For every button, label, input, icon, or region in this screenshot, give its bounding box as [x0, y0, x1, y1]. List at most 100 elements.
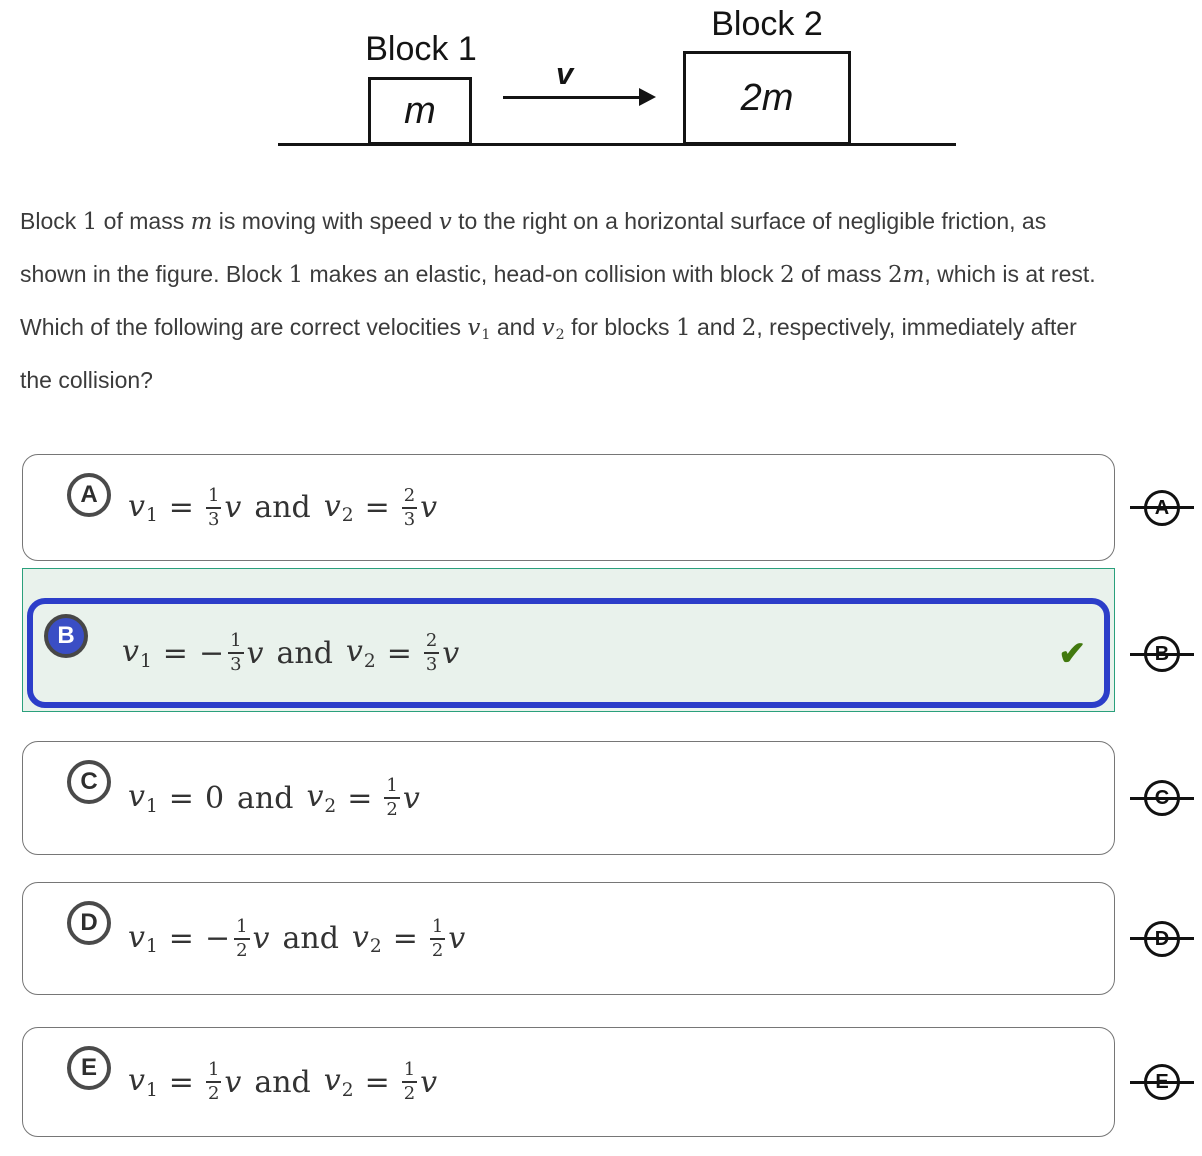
math-token: v1 [128, 779, 158, 817]
option-letter-badge: A [67, 473, 111, 517]
math-token: v1 [128, 488, 158, 527]
math-token: the collision? [20, 367, 153, 393]
strike-out-button-d[interactable]: D [1130, 920, 1194, 957]
math-token: v1 [467, 315, 491, 343]
math-token: v2 [323, 488, 354, 527]
question-line: shown in the figure. Block 1 makes an el… [20, 248, 1200, 301]
math-token: v [224, 1064, 242, 1100]
question-line: Which of the following are correct veloc… [20, 301, 1200, 354]
math-token: v [246, 635, 264, 671]
strike-out-letter: D [1154, 927, 1170, 950]
math-token: for blocks [564, 314, 676, 340]
math-token: v [420, 490, 438, 525]
math-token: v2 [345, 634, 376, 672]
math-token: − [204, 921, 231, 956]
math-token: , which is at rest. [924, 261, 1096, 287]
math-token: makes an elastic, head-on collision with… [303, 261, 780, 287]
math-token: 2 [887, 262, 903, 288]
math-token: 1 [675, 315, 691, 341]
math-token: v2 [541, 315, 565, 343]
math-token: 1 [82, 209, 98, 235]
math-token: = [364, 490, 390, 525]
question-line: the collision? [20, 354, 1200, 407]
math-token: Block [20, 208, 83, 234]
math-token: shown in the figure. Block [20, 261, 289, 287]
math-token: = [168, 1064, 194, 1100]
math-token: , respectively, immediately after [756, 314, 1077, 340]
math-token: of mass [794, 261, 888, 287]
math-token: v [442, 635, 460, 671]
math-token: v [420, 1064, 438, 1100]
option-letter-badge: E [67, 1046, 111, 1090]
math-token: = [168, 490, 194, 525]
math-token: = [347, 780, 373, 816]
strike-out-button-a[interactable]: A [1130, 489, 1194, 526]
math-token: and [254, 490, 311, 525]
math-token: v2 [306, 779, 337, 817]
question-line: Block 1 of mass m is moving with speed v… [20, 195, 1200, 248]
velocity-arrow-head [639, 88, 656, 106]
strike-out-letter: C [1154, 787, 1170, 809]
math-token: and [490, 314, 542, 340]
block1-label: Block 1 [365, 30, 477, 68]
strike-out-letter: B [1154, 643, 1170, 665]
math-token: Which of the following are correct veloc… [20, 314, 468, 340]
math-token: to the right on a horizontal surface of … [451, 208, 1047, 234]
option-letter-badge: B [44, 614, 88, 658]
strike-out-button-e[interactable]: E [1130, 1064, 1194, 1100]
question-text: Block 1 of mass m is moving with speed v… [20, 195, 1200, 407]
math-token: v2 [323, 1063, 354, 1101]
math-token: = [386, 635, 412, 671]
math-token: = [168, 780, 194, 816]
math-token: 0 [204, 780, 225, 816]
math-token: and [282, 921, 339, 956]
math-token: v [252, 921, 270, 956]
math-token: = [162, 635, 188, 671]
option-letter-badge: C [67, 760, 111, 804]
option-letter-badge: D [67, 901, 111, 945]
math-token: 2 [741, 315, 757, 341]
math-token: m [190, 209, 213, 235]
math-token: = [168, 921, 194, 956]
math-token: m [902, 262, 925, 288]
math-token: is moving with speed [212, 208, 439, 234]
math-token: 1 [288, 262, 304, 288]
math-token: = [364, 1064, 390, 1100]
strike-out-button-c[interactable]: C [1130, 780, 1194, 816]
block1-box: m [368, 77, 472, 145]
math-token: v [438, 209, 452, 235]
strike-out-letter: E [1155, 1071, 1169, 1093]
block2-label: Block 2 [711, 5, 823, 43]
math-token: and [276, 635, 333, 671]
strike-out-letter: A [1154, 496, 1170, 519]
math-token: of mass [97, 208, 191, 234]
math-token: and [237, 780, 294, 816]
velocity-arrow [503, 96, 641, 99]
block1-mass-label: m [404, 89, 436, 132]
strike-out-button-b[interactable]: B [1130, 636, 1194, 672]
math-token: v [402, 780, 420, 816]
math-token: v1 [122, 634, 152, 672]
math-token: = [392, 921, 418, 956]
